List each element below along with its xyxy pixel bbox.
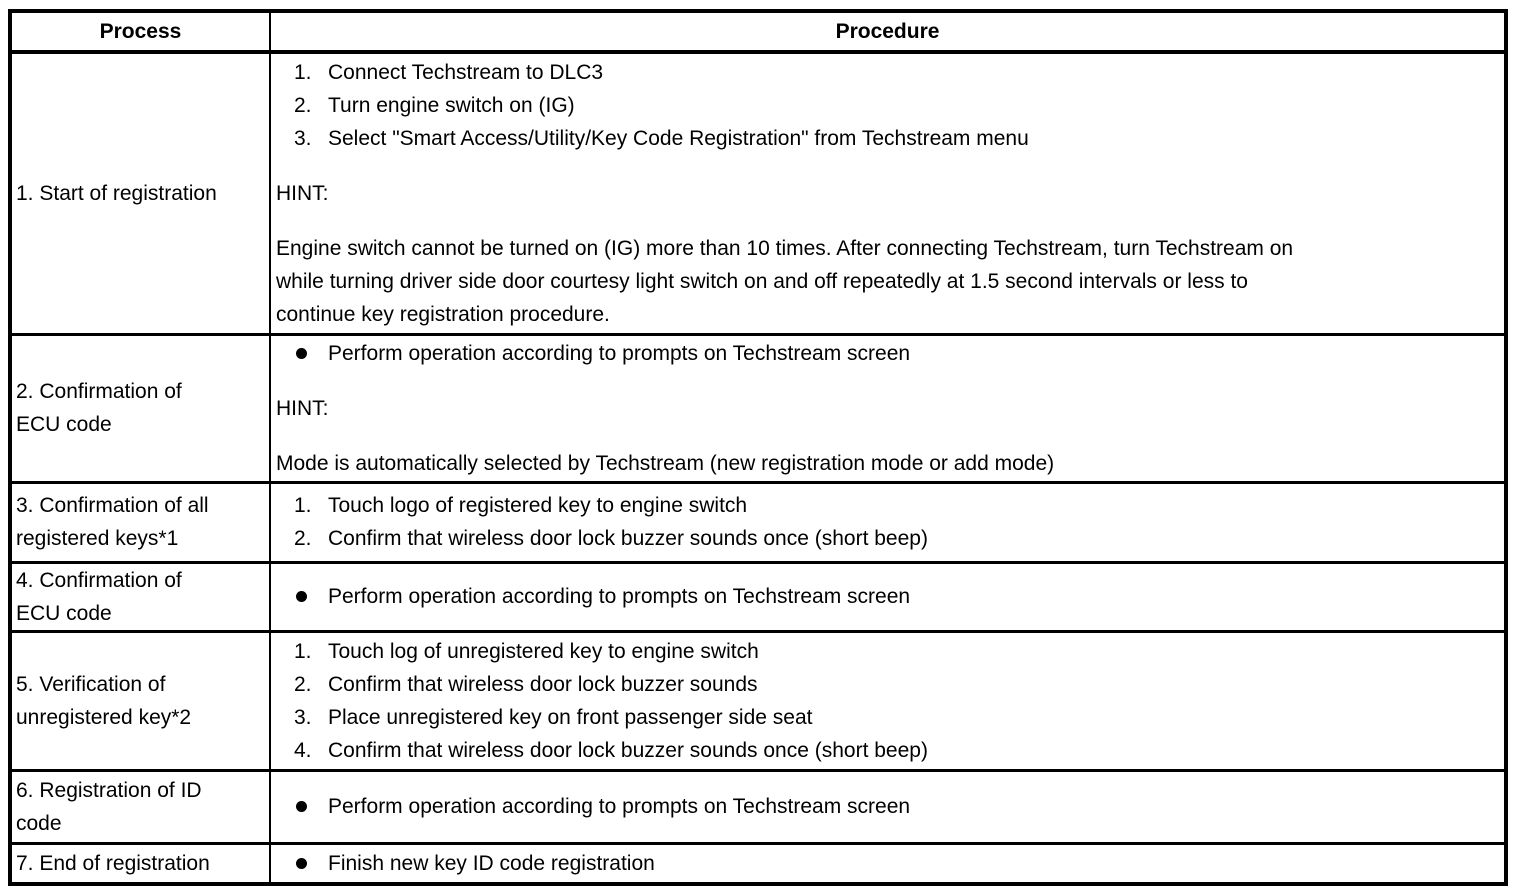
bullet-icon: [296, 591, 307, 602]
procedure-step: 2. Turn engine switch on (IG): [271, 89, 1504, 122]
process-cell: 7. End of registration: [9, 841, 271, 886]
procedure-step: 3. Select "Smart Access/Utility/Key Code …: [271, 122, 1504, 155]
procedure-step-text: Touch logo of registered key to engine s…: [328, 494, 748, 517]
table-row: 1. Start of registration 1. Connect Techst…: [9, 50, 1507, 336]
procedure-bullet-item: Perform operation according to prompts o…: [271, 580, 1504, 613]
step-number: 1.: [294, 639, 312, 663]
procedure-step-text: Perform operation according to prompts o…: [328, 341, 911, 365]
procedure-step-text: Select "Smart Access/Utility/Key Code Re…: [328, 126, 1029, 150]
step-number: 1.: [294, 60, 312, 84]
table-row: 5. Verification of unregistered key*2 1. T…: [9, 629, 1507, 772]
process-column-header: Process: [9, 9, 271, 54]
procedure-cell: 1. Touch log of unregistered key to engin…: [269, 629, 1507, 772]
step-number: 1.: [294, 494, 312, 517]
procedure-step-text: Touch log of unregistered key to engine …: [328, 639, 759, 663]
table-body: 1. Start of registration 1. Connect Techst…: [9, 50, 1507, 886]
procedure-step-text: Confirm that wireless door lock buzzer s…: [328, 738, 928, 762]
procedure-cell: Perform operation according to prompts o…: [269, 768, 1507, 845]
table-row: 2. Confirmation of ECU code Perform opera…: [9, 332, 1507, 484]
process-cell: 6. Registration of ID code: [9, 768, 271, 845]
process-label: 5. Verification of unregistered key*2: [16, 672, 192, 729]
process-cell: 5. Verification of unregistered key*2: [9, 629, 271, 772]
procedure-step-text: Finish new key ID code registration: [328, 851, 655, 875]
bullet-icon: [296, 347, 307, 359]
procedure-step-text: Turn engine switch on (IG): [328, 93, 575, 117]
step-number: 3.: [294, 126, 312, 150]
table-row: 4. Confirmation of ECU code Perform opera…: [9, 560, 1507, 633]
procedure-cell: 1. Connect Techstream to DLC3 2. Turn engin…: [269, 50, 1507, 336]
step-number: 4.: [294, 738, 312, 762]
procedure-cell: 1. Touch logo of registered key to engine…: [269, 480, 1507, 564]
table-row: 7. End of registration Finish new key ID …: [9, 841, 1507, 886]
blank-line: [271, 210, 1504, 232]
procedure-step-text: Confirm that wireless door lock buzzer s…: [328, 672, 758, 696]
process-label: 3. Confirmation of all registered keys*1: [16, 494, 209, 550]
step-number: 2.: [294, 93, 312, 117]
step-number: 2.: [294, 672, 312, 696]
procedure-text: Engine switch cannot be turned on (IG) m…: [276, 236, 1294, 326]
procedure-bullet-item: Perform operation according to prompts o…: [271, 790, 1504, 823]
process-cell: 3. Confirmation of all registered keys*1: [9, 480, 271, 564]
blank-line: [271, 155, 1504, 177]
procedure-text: HINT:: [276, 181, 329, 205]
procedure-column-header: Procedure: [269, 9, 1507, 54]
procedure-text: Mode is automatically selected by Techst…: [276, 451, 1055, 475]
procedure-bullet-item: Perform operation according to prompts o…: [271, 337, 1504, 370]
process-cell: 4. Confirmation of ECU code: [9, 560, 271, 633]
process-label: 6. Registration of ID code: [16, 778, 202, 835]
procedure-cell: Finish new key ID code registration: [269, 841, 1507, 886]
procedure-step: 1. Connect Techstream to DLC3: [271, 56, 1504, 89]
procedure-text: HINT:: [276, 396, 329, 420]
procedure-step-text: Connect Techstream to DLC3: [328, 60, 604, 84]
procedure-step: 2. Confirm that wireless door lock buzzer…: [271, 522, 1504, 555]
process-label: 4. Confirmation of ECU code: [16, 568, 182, 625]
key-registration-procedure-table: Process Procedure 1. Start of registrati…: [8, 9, 1508, 886]
procedure-step: 3. Place unregistered key on front passen…: [271, 701, 1504, 734]
procedure-step-text: Place unregistered key on front passenge…: [328, 705, 813, 729]
process-label: 7. End of registration: [16, 851, 210, 875]
procedure-step: 2. Confirm that wireless door lock buzzer…: [271, 668, 1504, 701]
bullet-icon: [296, 801, 307, 812]
blank-line: [271, 425, 1504, 447]
procedure-cell: Perform operation according to prompts o…: [269, 332, 1507, 484]
procedure-step: 1. Touch logo of registered key to engine…: [271, 489, 1504, 522]
procedure-step: 1. Touch log of unregistered key to engin…: [271, 635, 1504, 668]
process-cell: 1. Start of registration: [9, 50, 271, 336]
table-header-row: Process Procedure: [9, 9, 1507, 54]
procedure-bullet-item: Finish new key ID code registration: [271, 847, 1504, 880]
step-number: 2.: [294, 527, 312, 550]
procedure-cell: Perform operation according to prompts o…: [269, 560, 1507, 633]
process-label: 1. Start of registration: [16, 181, 217, 205]
table-row: 6. Registration of ID code Perform operat…: [9, 768, 1507, 845]
table-row: 3. Confirmation of all registered keys*1…: [9, 480, 1507, 564]
procedure-step-text: Perform operation according to prompts o…: [328, 795, 911, 818]
procedure-step-text: Confirm that wireless door lock buzzer s…: [328, 527, 928, 550]
step-number: 3.: [294, 705, 312, 729]
procedure-step-text: Perform operation according to prompts o…: [328, 585, 911, 608]
procedure-step: 4. Confirm that wireless door lock buzzer…: [271, 734, 1504, 767]
blank-line: [271, 370, 1504, 392]
process-label: 2. Confirmation of ECU code: [16, 380, 182, 436]
bullet-icon: [296, 857, 307, 869]
process-cell: 2. Confirmation of ECU code: [9, 332, 271, 484]
